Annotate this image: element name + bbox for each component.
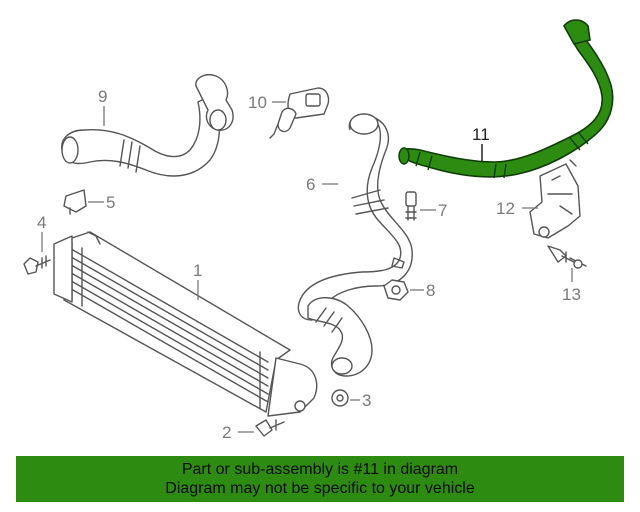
part-5-clip[interactable] xyxy=(63,189,87,215)
part-9-hose[interactable] xyxy=(61,74,234,177)
parts-diagram: 1 2 3 4 5 6 7 8 9 10 11 12 13 xyxy=(23,19,614,442)
callout-13: 13 xyxy=(562,285,581,304)
part-11-hose[interactable] xyxy=(398,19,614,179)
banner-line-disclaimer: Diagram may not be specific to your vehi… xyxy=(165,480,475,497)
part-7-stud[interactable] xyxy=(405,191,417,221)
part-2-bolt[interactable] xyxy=(255,419,285,437)
part-13-bolt[interactable] xyxy=(547,245,587,269)
part-4-bolt[interactable] xyxy=(23,255,51,275)
part-1-intercooler[interactable] xyxy=(53,231,318,417)
callout-6: 6 xyxy=(306,175,315,194)
part-6-hose[interactable] xyxy=(297,113,413,321)
callout-4: 4 xyxy=(37,213,46,232)
lower-hose-elbow[interactable] xyxy=(307,297,373,377)
callout-2: 2 xyxy=(222,423,231,442)
part-12-bracket[interactable] xyxy=(529,159,581,239)
callout-3: 3 xyxy=(362,391,371,410)
banner-line-part: Part or sub-assembly is #11 in diagram xyxy=(181,461,459,478)
part-3-nut[interactable] xyxy=(331,389,349,407)
callout-11: 11 xyxy=(472,125,490,144)
callout-5: 5 xyxy=(106,193,115,212)
callout-7: 7 xyxy=(438,201,447,220)
callout-8: 8 xyxy=(426,281,435,300)
part-10-sensor[interactable] xyxy=(269,87,330,139)
info-banner: Part or sub-assembly is #11 in diagram D… xyxy=(16,456,624,502)
callout-1: 1 xyxy=(193,261,202,280)
callout-10: 10 xyxy=(248,93,267,112)
part-8-nut[interactable] xyxy=(383,279,409,301)
callout-9: 9 xyxy=(98,87,107,106)
callout-12: 12 xyxy=(496,199,515,218)
